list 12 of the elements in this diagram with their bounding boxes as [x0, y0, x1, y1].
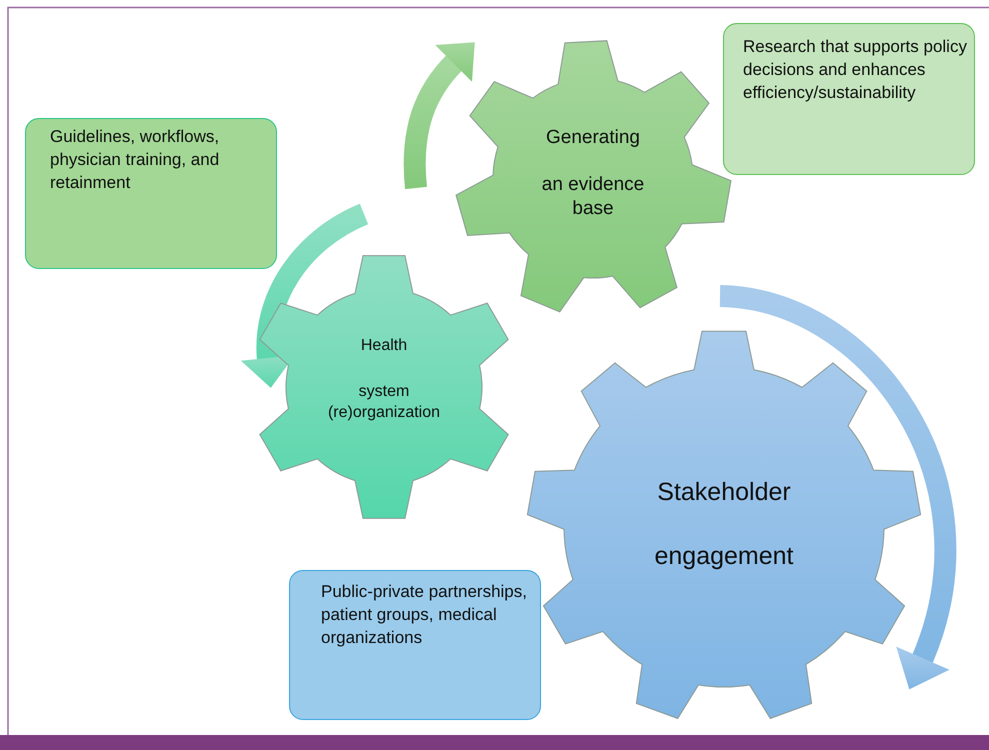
gear-label: engagement — [653, 541, 794, 571]
note-text: Research that supports policy decisions and enhances efficiency/sustainability — [743, 36, 968, 104]
note-box — [289, 570, 541, 720]
gear-label: Health — [360, 336, 408, 356]
note-box — [25, 118, 277, 269]
gear-label: an evidence base — [540, 173, 646, 221]
note-text: Guidelines, workflows, physician training, and retainment — [50, 126, 220, 194]
note-box — [723, 23, 975, 175]
gear-label: Stakeholder — [656, 477, 792, 507]
gear-label: Generating — [544, 126, 641, 150]
note-text: Public-private partnerships, patient groups, medical organizations — [321, 581, 528, 649]
gear-label: system (re)organization — [326, 382, 442, 423]
